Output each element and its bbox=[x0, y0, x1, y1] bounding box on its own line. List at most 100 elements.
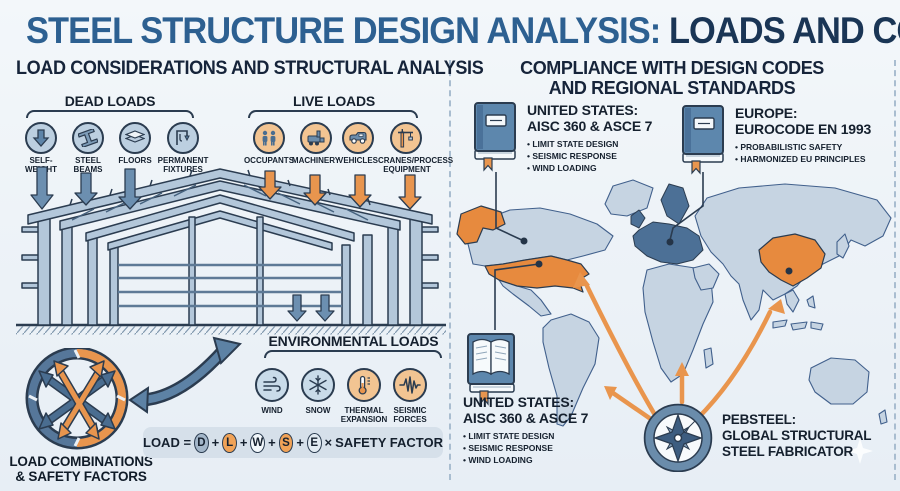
map-arabia bbox=[692, 263, 720, 291]
live-loads-bracket bbox=[248, 110, 418, 118]
book-icon bbox=[474, 102, 516, 172]
map-greenland bbox=[604, 179, 654, 217]
wind-icon bbox=[263, 376, 281, 392]
live-load-label-1: MACHINERY bbox=[291, 156, 341, 165]
standard-code: AISC 360 & ASCE 7 bbox=[527, 118, 653, 134]
bullet-item: WIND LOADING bbox=[527, 162, 652, 174]
bullet-item: HARMONIZED EU PRINCIPLES bbox=[735, 153, 871, 165]
dead-load-arrows bbox=[30, 166, 335, 322]
formula-prefix: LOAD = bbox=[143, 435, 192, 450]
bullet-item: LIMIT STATE DESIGN bbox=[463, 430, 588, 442]
crane-icon bbox=[398, 129, 413, 148]
live-loads-label: LIVE LOADS bbox=[292, 93, 375, 109]
people-icon bbox=[262, 130, 276, 146]
standard-region: UNITED STATES: bbox=[527, 102, 639, 118]
live-load-label-3: CRANES/PROCESS EQUIPMENT bbox=[378, 156, 454, 174]
env-load-label-1: SNOW bbox=[305, 406, 331, 415]
bullet-item: LIMIT STATE DESIGN bbox=[527, 138, 652, 150]
dead-load-item-permanent-fixtures bbox=[167, 122, 199, 154]
dead-load-item-self-weight bbox=[25, 122, 57, 154]
live-load-item-occupants bbox=[253, 122, 285, 154]
environmental-loads-bracket bbox=[264, 350, 442, 358]
bullet-item: PROBABILISTIC SAFETY bbox=[735, 141, 871, 153]
formula-symbol-d: D bbox=[197, 436, 206, 449]
fabricator-label: PEBSTEEL: GLOBAL STRUCTURAL STEEL FABRIC… bbox=[722, 412, 872, 460]
map-dot-china bbox=[785, 267, 793, 275]
curved-arrow-icon bbox=[128, 336, 242, 414]
floor-slabs-icon bbox=[125, 130, 145, 143]
steel-frame-illustration bbox=[16, 166, 446, 335]
dead-load-label-3: PERMANENT FIXTURES bbox=[157, 156, 209, 174]
book-icon bbox=[682, 105, 724, 175]
map-south-america bbox=[542, 313, 600, 427]
page-title: STEEL STRUCTURE DESIGN ANALYSIS: LOADS A… bbox=[26, 10, 900, 52]
thermometer-icon bbox=[358, 375, 370, 395]
title-part2: LOADS AND CODES bbox=[668, 10, 900, 51]
right-heading-line1: COMPLIANCE WITH DESIGN CODES bbox=[520, 58, 824, 78]
map-dot-europe bbox=[666, 238, 674, 246]
env-load-label-0: WIND bbox=[261, 406, 283, 415]
fixture-hoist-icon bbox=[176, 130, 190, 145]
dead-load-item-floors bbox=[119, 122, 151, 154]
machinery-icon bbox=[307, 130, 325, 146]
live-load-label-0: OCCUPANTS bbox=[243, 156, 295, 165]
dead-load-label-2: FLOORS bbox=[118, 156, 152, 165]
formula-term-4: E bbox=[306, 432, 322, 453]
connector-us-book-top bbox=[495, 172, 525, 242]
right-panel-heading: COMPLIANCE WITH DESIGN CODES AND REGIONA… bbox=[452, 58, 892, 98]
connector-europe-book bbox=[669, 172, 704, 241]
map-scandinavia bbox=[660, 183, 690, 225]
seismic-wave-icon bbox=[399, 376, 421, 394]
panel-divider bbox=[449, 60, 451, 480]
live-load-item-cranes bbox=[390, 122, 422, 154]
load-formula: LOAD = D + L + W + S + E × SAFETY FACTOR bbox=[143, 427, 443, 458]
formula-symbol-l: L bbox=[226, 436, 234, 449]
map-se-asia bbox=[784, 289, 800, 313]
bullet-item: SEISMIC RESPONSE bbox=[463, 442, 588, 454]
load-combinations-icon bbox=[25, 348, 129, 450]
connector-us-book-bottom bbox=[494, 263, 540, 330]
live-load-item-vehicles bbox=[342, 122, 374, 154]
dead-load-item-steel-beams bbox=[72, 122, 104, 154]
map-china-highlight bbox=[758, 233, 826, 287]
plus-sign: + bbox=[239, 435, 248, 450]
env-load-item-thermal bbox=[347, 368, 381, 402]
formula-symbol-s: S bbox=[282, 436, 290, 449]
formula-symbol-e: E bbox=[310, 436, 319, 449]
env-load-label-3: SEISMIC FORCES bbox=[393, 406, 427, 424]
load-combinations-label: LOAD COMBINATIONS & SAFETY FACTORS bbox=[0, 454, 162, 484]
standard-code: EUROCODE EN 1993 bbox=[735, 121, 872, 137]
down-arrow-icon bbox=[32, 129, 50, 147]
map-dot-canada bbox=[520, 237, 528, 245]
right-edge-divider bbox=[894, 60, 896, 480]
dead-loads-bracket bbox=[26, 110, 194, 118]
dead-load-label-1: STEEL BEAMS bbox=[73, 156, 103, 174]
live-load-arrows bbox=[258, 170, 422, 210]
standard-region: EUROPE: bbox=[735, 105, 798, 121]
title-part1: STEEL STRUCTURE DESIGN ANALYSIS: bbox=[26, 10, 661, 51]
map-central-america bbox=[498, 279, 552, 317]
map-uk bbox=[630, 209, 646, 229]
left-panel-heading: LOAD CONSIDERATIONS AND STRUCTURAL ANALY… bbox=[16, 58, 484, 79]
formula-term-2: W bbox=[250, 432, 266, 453]
map-dot-usa bbox=[535, 260, 543, 268]
standard-code: AISC 360 & ASCE 7 bbox=[463, 410, 589, 426]
env-load-item-wind bbox=[255, 368, 289, 402]
compass-icon bbox=[643, 403, 713, 472]
env-load-item-seismic bbox=[393, 368, 427, 402]
load-combinations-line2: & SAFETY FACTORS bbox=[15, 469, 147, 484]
map-new-zealand bbox=[878, 409, 888, 425]
open-book-icon bbox=[467, 333, 515, 406]
live-load-label-2: VEHICLES bbox=[337, 156, 378, 165]
plus-sign: + bbox=[268, 435, 276, 450]
formula-symbol-w: W bbox=[252, 436, 264, 449]
standard-block-europe: EUROPE: EUROCODE EN 1993 PROBABILISTIC S… bbox=[735, 105, 871, 165]
load-combinations-line1: LOAD COMBINATIONS bbox=[9, 454, 153, 469]
live-load-item-machinery bbox=[300, 122, 332, 154]
world-map bbox=[456, 172, 892, 472]
env-load-label-2: THERMAL EXPANSION bbox=[340, 406, 388, 424]
map-australia bbox=[808, 357, 870, 405]
map-alaska-highlight bbox=[456, 205, 506, 245]
map-madagascar bbox=[703, 347, 714, 369]
